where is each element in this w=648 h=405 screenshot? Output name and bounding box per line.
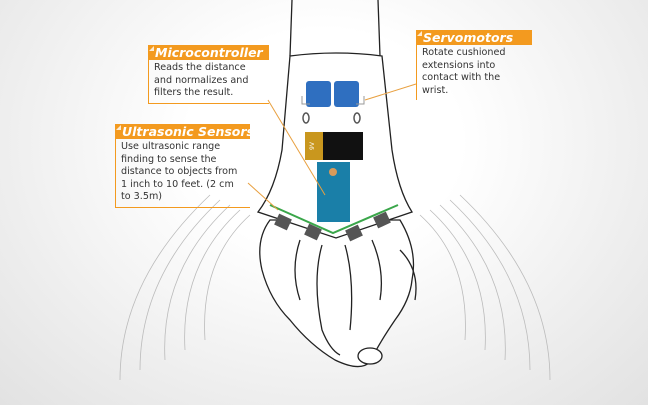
leader-lines [247, 83, 417, 211]
label-servomotors: Servomotors Rotate cushioned extensions … [416, 30, 532, 100]
ultrasonic-title: Ultrasonic Sensors [115, 124, 254, 139]
servomotors-title: Servomotors [416, 30, 532, 45]
hand-outline [256, 0, 417, 368]
svg-text:9V: 9V [309, 141, 316, 150]
servomotors-text: Rotate cushioned extensions into contact… [416, 45, 532, 100]
ultrasonic-text: Use ultrasonic range finding to sense th… [115, 139, 250, 208]
ultrasonic-sensors [274, 211, 391, 242]
label-ultrasonic: Ultrasonic Sensors Use ultrasonic range … [115, 124, 254, 208]
microcontroller-title: Microcontroller [148, 45, 269, 60]
sound-waves [119, 194, 551, 381]
battery: 9V [305, 132, 363, 160]
label-microcontroller: Microcontroller Reads the distance and n… [148, 45, 269, 104]
sensor-wire [269, 204, 399, 235]
microcontroller-text: Reads the distance and normalizes and fi… [148, 60, 269, 104]
arduino-board [317, 162, 350, 222]
servomotors [301, 81, 365, 124]
